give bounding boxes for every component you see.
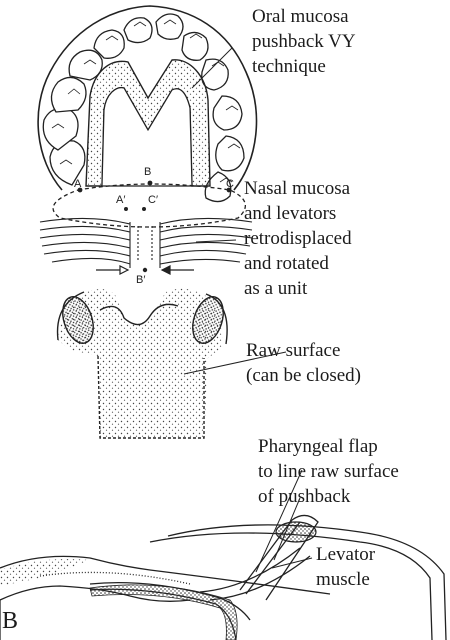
nasal-mucosa-line-3: retrodisplaced bbox=[244, 226, 352, 251]
nasal-mucosa-line-1: Nasal mucosa bbox=[244, 176, 352, 201]
raw-surface-shape bbox=[57, 289, 228, 438]
nasal-mucosa-line-2: and levators bbox=[244, 201, 352, 226]
muscle-stippled-band bbox=[90, 585, 237, 640]
raw-surface-line-1: Raw surface bbox=[246, 338, 361, 363]
raw-surface-line-2: (can be closed) bbox=[246, 363, 361, 388]
point-a-label: A bbox=[74, 178, 81, 190]
oral-mucosa-label: Oral mucosa pushback VY technique bbox=[252, 4, 356, 79]
point-b-prime-label: B′ bbox=[136, 274, 145, 286]
sagittal-section bbox=[0, 515, 446, 640]
point-c-label: C bbox=[226, 178, 234, 190]
panel-label: B bbox=[2, 608, 18, 635]
point-a-prime-label: A′ bbox=[116, 194, 125, 206]
levator-band bbox=[40, 218, 252, 268]
pharyngeal-flap-line-1: Pharyngeal flap bbox=[258, 434, 399, 459]
nasal-mucosa-label: Nasal mucosa and levators retrodisplaced… bbox=[244, 176, 352, 301]
levator-line-2: muscle bbox=[316, 567, 375, 592]
pharyngeal-flap-pad bbox=[276, 522, 316, 542]
point-b-label: B bbox=[144, 166, 151, 178]
raw-surface-label: Raw surface (can be closed) bbox=[246, 338, 361, 388]
pharyngeal-flap-line-3: of pushback bbox=[258, 484, 399, 509]
oral-mucosa-line-1: Oral mucosa bbox=[252, 4, 356, 29]
oral-mucosa-line-3: technique bbox=[252, 54, 356, 79]
levator-muscle-label: Levator muscle bbox=[316, 542, 375, 592]
point-c-prime-label: C′ bbox=[148, 194, 158, 206]
pharyngeal-flap-line-2: to line raw surface bbox=[258, 459, 399, 484]
nasal-mucosa-line-5: as a unit bbox=[244, 276, 352, 301]
nasal-mucosa-line-4: and rotated bbox=[244, 251, 352, 276]
oral-mucosa-line-2: pushback VY bbox=[252, 29, 356, 54]
pharyngeal-flap-label: Pharyngeal flap to line raw surface of p… bbox=[258, 434, 399, 509]
levator-line-1: Levator bbox=[316, 542, 375, 567]
